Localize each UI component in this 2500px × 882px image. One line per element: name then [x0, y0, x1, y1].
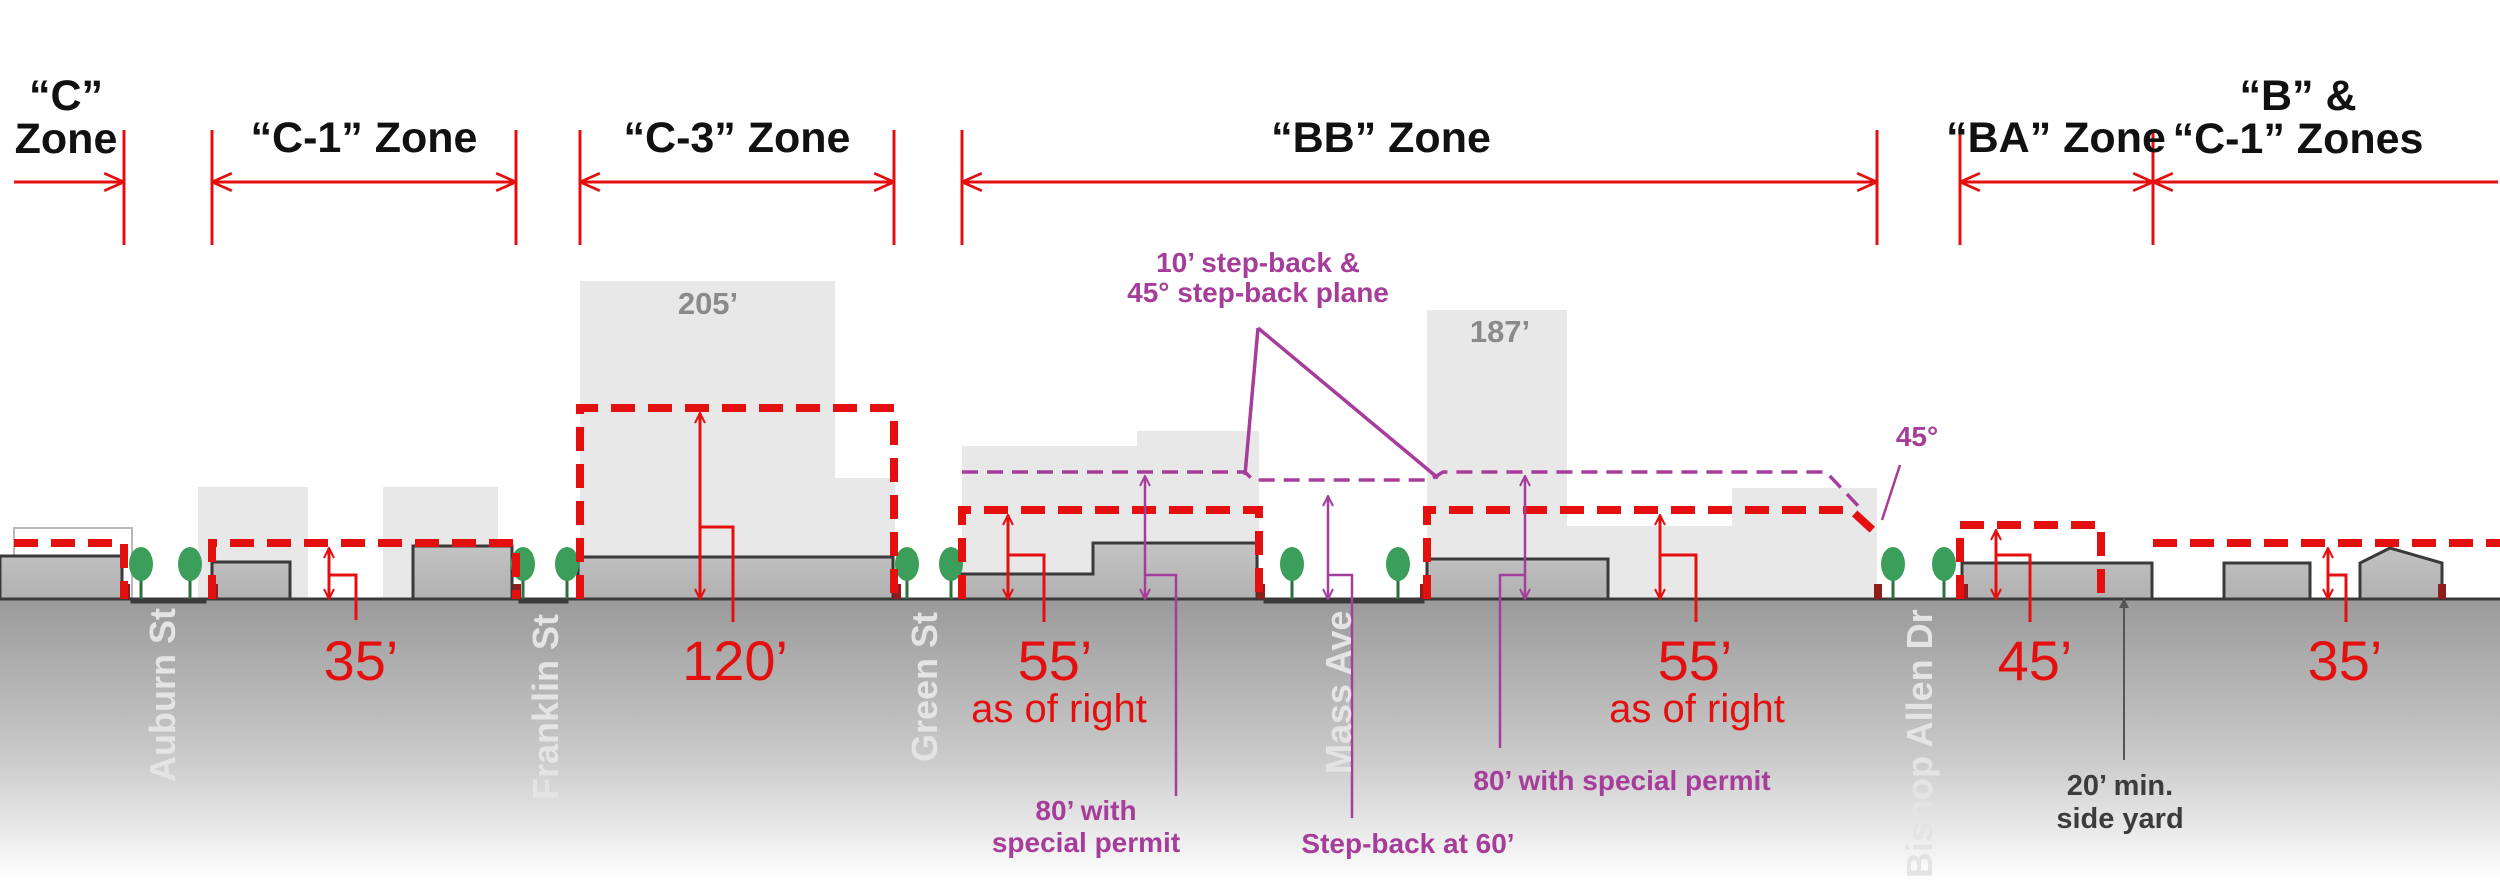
tree-icon [178, 547, 202, 599]
tree-icon [1386, 547, 1410, 599]
zone-header: “C”Zone “C-1” Zone “C-3” Zone “BB” Zone … [14, 72, 2498, 245]
tree-icon [1280, 547, 1304, 599]
height-55-east: 55’ [1658, 629, 1733, 692]
height-45-ba: 45’ [1998, 629, 2073, 692]
existing-buildings [0, 541, 2500, 604]
ground-section [0, 599, 2500, 882]
street-label-green: Green St [904, 612, 945, 762]
tree-icon [1881, 547, 1905, 599]
red-dimension-lines [329, 413, 2348, 622]
tree-icon [939, 547, 963, 599]
zone-label-c3: “C-3” Zone [624, 114, 851, 162]
street-label-bishop: Bishop Allen Dr [1899, 609, 1940, 878]
envelope-bb-east [1423, 506, 1880, 599]
annotations: 10’ step-back &45° step-back plane 45° 8… [992, 247, 2184, 859]
height-55-west: 55’ [1018, 629, 1093, 692]
tree-icon [555, 547, 579, 599]
zone-label-ba: “BA” Zone [1946, 114, 2166, 162]
street-labels: Auburn St Franklin St Green St Mass Ave … [142, 608, 1940, 878]
zone-label-c: “C”Zone [15, 72, 118, 163]
tower-187 [1427, 310, 1567, 599]
note-stepback-60: Step-back at 60’ [1301, 828, 1514, 859]
envelope-ba [1956, 521, 2105, 599]
height-limit-labels: 35’ 120’ 55’ as of right 55’ as of right… [324, 629, 2383, 731]
leader-angle [1880, 464, 1902, 521]
note-angle-45: 45° [1896, 421, 1938, 452]
height-label-205: 205’ [678, 286, 738, 321]
zone-label-bb: “BB” Zone [1271, 114, 1491, 162]
tree-icon [1932, 547, 1956, 599]
height-35-c1: 35’ [324, 629, 399, 692]
leader-stepback-1 [1243, 327, 1260, 476]
envelope-c1 [208, 539, 520, 599]
street-label-franklin: Franklin St [525, 614, 566, 800]
height-label-187: 187’ [1470, 314, 1530, 349]
height-120-c3: 120’ [682, 629, 788, 692]
leader-stepback-2 [1256, 326, 1440, 480]
tree-icon [895, 547, 919, 599]
note-special-permit-east: 80’ with special permit [1473, 765, 1770, 796]
zone-label-b-c1: “B” &“C-1” Zones [2173, 72, 2424, 163]
note-side-yard: 20’ min.side yard [2056, 770, 2183, 835]
as-of-right-east: as of right [1609, 687, 1785, 731]
envelope-bb-west [958, 506, 1263, 599]
as-of-right-west: as of right [971, 687, 1147, 731]
envelope-c3 [576, 404, 898, 599]
street-label-mass: Mass Ave [1318, 611, 1359, 774]
height-35-b-c1: 35’ [2308, 629, 2383, 692]
stepback-plane [962, 326, 1902, 521]
note-stepback-plane: 10’ step-back &45° step-back plane [1127, 247, 1389, 308]
tower-205 [580, 281, 835, 599]
purple-dimension-lines [1145, 476, 1525, 818]
street-label-auburn: Auburn St [142, 608, 183, 782]
tree-icon [129, 547, 153, 599]
zoning-envelopes [14, 404, 2500, 599]
zone-label-c1: “C-1” Zone [251, 114, 478, 162]
